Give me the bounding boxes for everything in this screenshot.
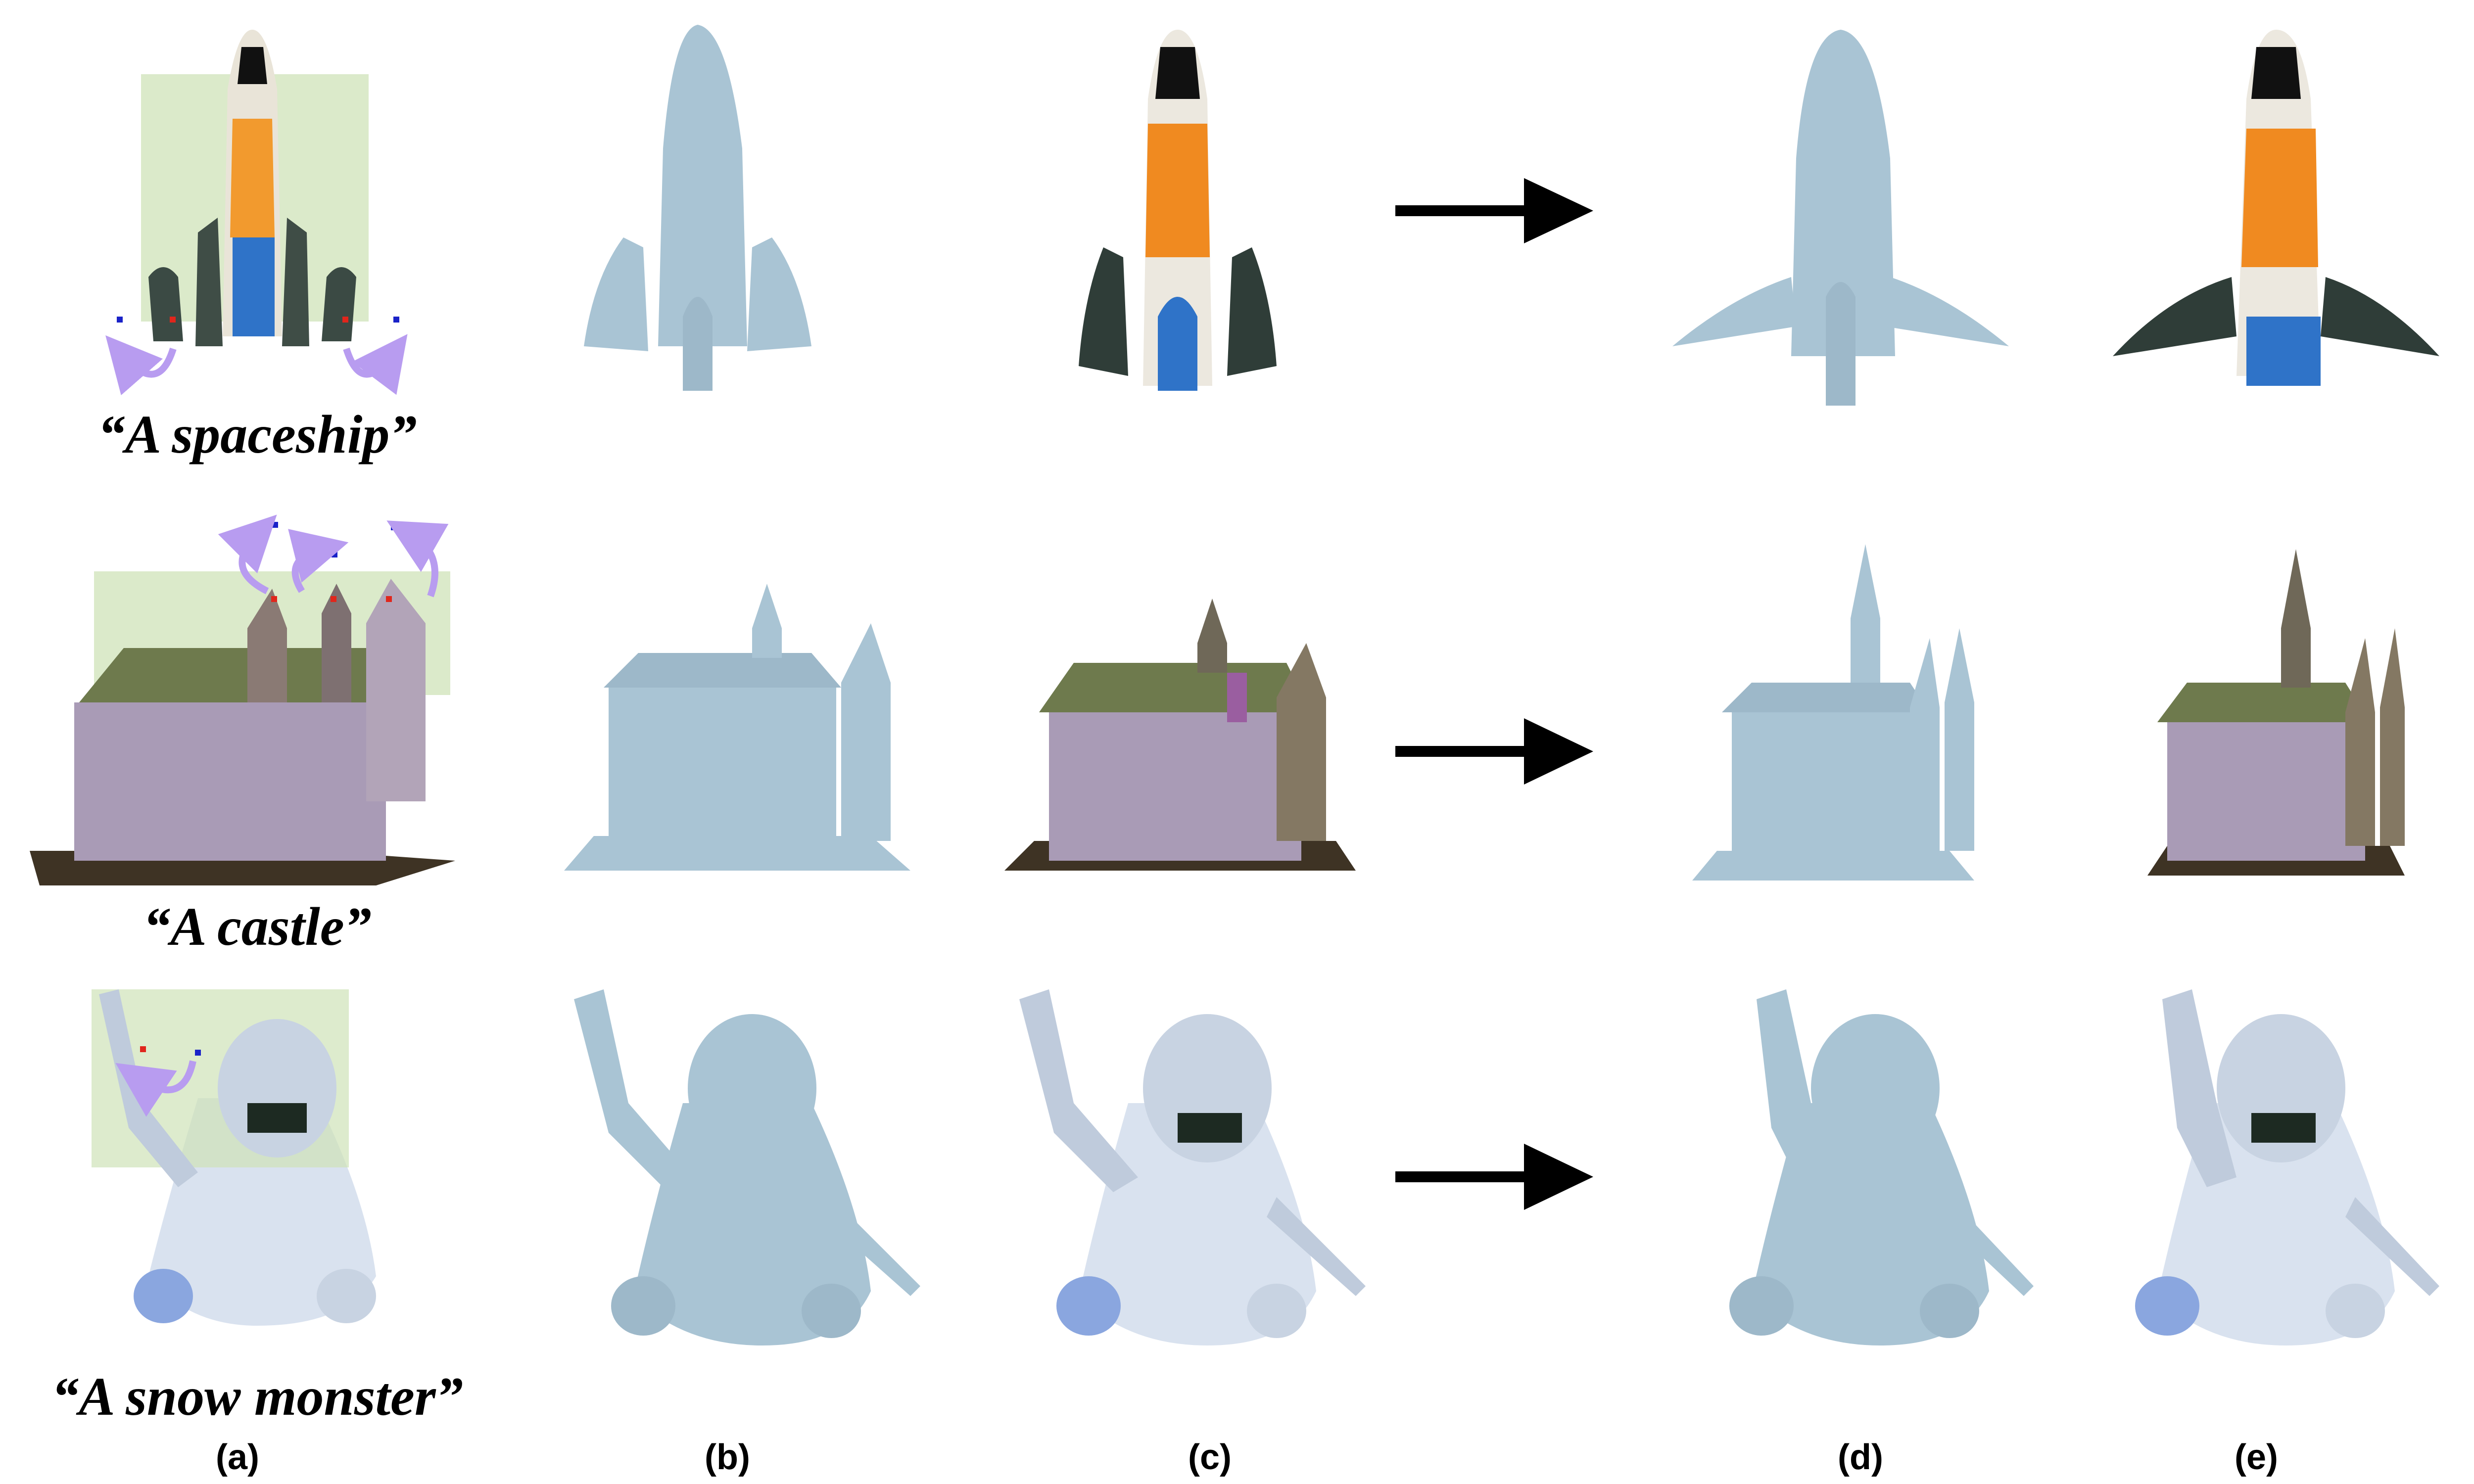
row-castle bbox=[30, 514, 2405, 885]
target-point bbox=[332, 552, 337, 557]
row-snow-monster bbox=[92, 989, 2439, 1345]
snow-monster-mesh-edited bbox=[1729, 989, 2034, 1345]
snow-monster-textured-edited bbox=[2135, 989, 2439, 1345]
spaceship-input-image bbox=[105, 30, 408, 396]
caption-snow-monster: “A snow monster” bbox=[51, 1366, 463, 1427]
column-label-b: (b) bbox=[705, 1438, 750, 1477]
drag-arrow bbox=[386, 520, 449, 598]
column-label-d: (d) bbox=[1838, 1438, 1883, 1477]
castle-textured-edited bbox=[2147, 549, 2405, 876]
snow-monster-mesh-original bbox=[574, 989, 920, 1345]
castle-textured-original bbox=[1004, 599, 1356, 871]
spaceship-textured-edited bbox=[2113, 30, 2439, 386]
snow-monster-textured-original bbox=[1019, 989, 1366, 1345]
transform-arrow bbox=[1395, 178, 1593, 243]
castle-input-image bbox=[30, 514, 455, 885]
row-spaceship bbox=[105, 25, 2439, 406]
handle-point bbox=[271, 596, 277, 602]
handle-point bbox=[140, 1046, 146, 1052]
spaceship-mesh-edited bbox=[1672, 30, 2009, 406]
handle-point bbox=[170, 317, 176, 323]
handle-point bbox=[331, 596, 336, 602]
caption-spaceship: “A spaceship” bbox=[97, 404, 417, 464]
target-point bbox=[391, 524, 397, 530]
drag-arrow bbox=[115, 1060, 196, 1117]
drag-arrow bbox=[343, 334, 408, 395]
target-point bbox=[393, 317, 399, 323]
target-point bbox=[195, 1050, 201, 1056]
transform-arrow bbox=[1395, 1144, 1593, 1210]
snow-monster-input-image bbox=[92, 989, 376, 1326]
handle-point bbox=[342, 317, 348, 323]
castle-mesh-edited bbox=[1692, 544, 1974, 881]
handle-point bbox=[386, 596, 392, 602]
spaceship-textured-original bbox=[1079, 30, 1277, 391]
column-label-e: (e) bbox=[2235, 1438, 2278, 1477]
column-label-a: (a) bbox=[216, 1438, 259, 1477]
column-label-c: (c) bbox=[1188, 1438, 1232, 1477]
caption-castle: “A castle” bbox=[143, 896, 372, 957]
drag-arrow bbox=[105, 335, 177, 396]
transform-arrow bbox=[1395, 718, 1593, 785]
target-point bbox=[272, 522, 278, 528]
spaceship-mesh-original bbox=[584, 25, 811, 391]
drag-arrow bbox=[288, 529, 349, 593]
castle-mesh-original bbox=[564, 584, 910, 871]
drag-arrow bbox=[218, 514, 277, 595]
target-point bbox=[117, 317, 123, 323]
